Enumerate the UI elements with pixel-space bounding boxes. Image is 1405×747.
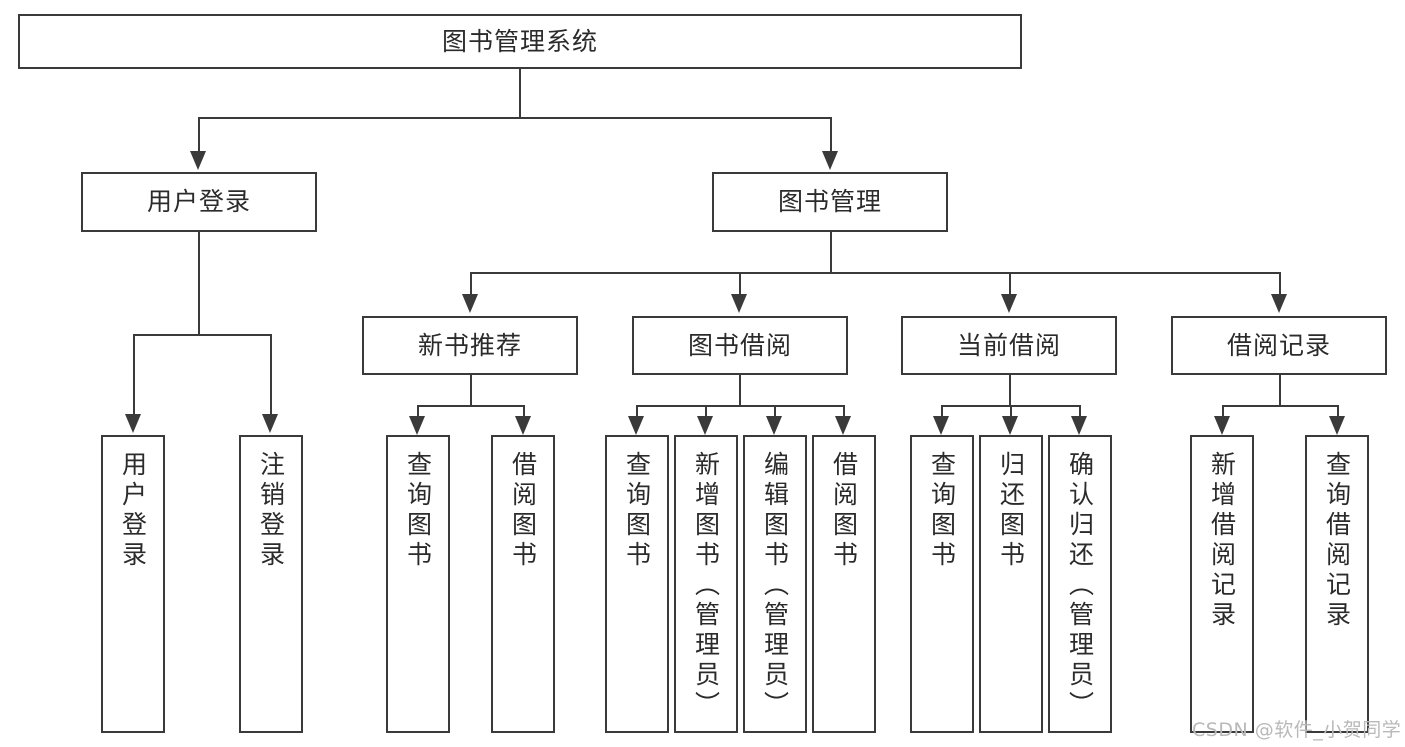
node-label: 图书借阅 (687, 330, 792, 360)
connector-bookmgmt-to-newbook (470, 272, 472, 296)
node-label: 查询图书 (403, 451, 433, 571)
node-user-login[interactable]: 用户登录 (81, 172, 317, 232)
node-label: 用户登录 (118, 451, 148, 571)
leaf-newbook-borrow-book[interactable]: 借阅图书 (491, 435, 555, 733)
connector-userlogin-to-leaf1 (133, 334, 135, 416)
connector-root-to-userlogin (198, 117, 200, 153)
connector-currentborrow-stem (1009, 375, 1011, 405)
node-label: 编辑图书（管理员） (760, 451, 790, 721)
connector-bookmgmt-to-record (1279, 272, 1281, 296)
leaf-newbook-query-book[interactable]: 查询图书 (386, 435, 450, 733)
node-root-system[interactable]: 图书管理系统 (18, 14, 1022, 69)
leaf-bookborrow-add-book[interactable]: 新增图书（管理员） (674, 435, 738, 733)
connector-borrowrecord-to-leaf2 (1337, 405, 1339, 419)
connector-bookborrow-stem (739, 375, 741, 405)
arrow-currentborrow-to-leaf2 (1002, 416, 1018, 435)
arrow-bookmgmt-to-record (1271, 294, 1287, 313)
connector-borrowrecord-stem (1279, 375, 1281, 405)
arrow-borrowrecord-to-leaf1 (1214, 416, 1230, 435)
arrow-borrowrecord-to-leaf2 (1329, 416, 1345, 435)
connector-currentborrow-to-leaf1 (941, 405, 943, 419)
connector-root-stem (519, 69, 521, 117)
arrow-bookborrow-to-leaf3 (766, 416, 782, 435)
node-book-borrow[interactable]: 图书借阅 (632, 316, 848, 375)
arrow-root-to-bookmgmt (822, 151, 838, 170)
arrow-newbook-to-leaf2 (515, 416, 531, 435)
arrow-currentborrow-to-leaf1 (933, 416, 949, 435)
leaf-user-login-logout[interactable]: 注销登录 (239, 435, 303, 733)
node-label: 新书推荐 (417, 330, 522, 360)
arrow-userlogin-to-leaf1 (125, 414, 141, 433)
leaf-borrowrecord-query-record[interactable]: 查询借阅记录 (1305, 435, 1369, 733)
node-label: 图书管理系统 (441, 26, 598, 56)
connector-currentborrow-to-leaf3 (1079, 405, 1081, 419)
node-label: 新增图书（管理员） (691, 451, 721, 721)
leaf-bookborrow-query-book[interactable]: 查询图书 (605, 435, 669, 733)
connector-newbook-stem (470, 375, 472, 405)
node-label: 查询借阅记录 (1322, 451, 1352, 631)
connector-userlogin-to-leaf2 (270, 334, 272, 416)
arrow-currentborrow-to-leaf3 (1071, 416, 1087, 435)
arrow-newbook-to-leaf1 (409, 416, 425, 435)
node-label: 注销登录 (256, 451, 286, 571)
node-label: 图书管理 (777, 187, 882, 217)
node-label: 借阅图书 (508, 451, 538, 571)
leaf-currentborrow-query-book[interactable]: 查询图书 (910, 435, 974, 733)
connector-root-to-bookmgmt (830, 117, 832, 153)
node-label: 当前借阅 (956, 330, 1061, 360)
arrow-userlogin-to-leaf2 (262, 414, 278, 433)
connector-bookborrow-to-leaf3 (774, 405, 776, 419)
node-label: 用户登录 (146, 187, 251, 217)
arrow-bookborrow-to-leaf1 (628, 416, 644, 435)
connector-newbook-to-leaf2 (523, 405, 525, 419)
leaf-bookborrow-edit-book[interactable]: 编辑图书（管理员） (743, 435, 807, 733)
connector-newbook-to-leaf1 (417, 405, 419, 419)
node-label: 归还图书 (996, 451, 1026, 571)
connector-bookborrow-to-leaf4 (843, 405, 845, 419)
leaf-currentborrow-confirm-return[interactable]: 确认归还（管理员） (1048, 435, 1112, 733)
connector-newbook-bar (417, 405, 523, 407)
connector-bookmgmt-to-current (1009, 272, 1011, 296)
leaf-bookborrow-borrow-book[interactable]: 借阅图书 (812, 435, 876, 733)
node-label: 查询图书 (927, 451, 957, 571)
node-borrow-record[interactable]: 借阅记录 (1171, 316, 1387, 375)
leaf-currentborrow-return-book[interactable]: 归还图书 (979, 435, 1043, 733)
leaf-user-login-login[interactable]: 用户登录 (101, 435, 165, 733)
node-label: 确认归还（管理员） (1065, 451, 1095, 721)
connector-userlogin-bar (133, 334, 270, 336)
arrow-bookmgmt-to-borrow (731, 294, 747, 313)
connector-bookmgmt-to-borrow (739, 272, 741, 296)
arrow-bookmgmt-to-current (1001, 294, 1017, 313)
leaf-borrowrecord-add-record[interactable]: 新增借阅记录 (1190, 435, 1254, 733)
connector-bookborrow-bar (636, 405, 843, 407)
connector-bookborrow-to-leaf1 (636, 405, 638, 419)
node-label: 新增借阅记录 (1207, 451, 1237, 631)
arrow-bookborrow-to-leaf2 (697, 416, 713, 435)
node-book-management[interactable]: 图书管理 (712, 172, 948, 232)
connector-bookborrow-to-leaf2 (705, 405, 707, 419)
connector-bookmgmt-stem (830, 232, 832, 272)
node-label: 借阅图书 (829, 451, 859, 571)
connector-bookmgmt-bar (470, 272, 1280, 274)
node-new-book-recommend[interactable]: 新书推荐 (362, 316, 578, 375)
connector-root-bar (198, 117, 831, 119)
connector-borrowrecord-bar (1222, 405, 1337, 407)
connector-borrowrecord-to-leaf1 (1222, 405, 1224, 419)
arrow-bookborrow-to-leaf4 (835, 416, 851, 435)
connector-userlogin-stem (198, 232, 200, 334)
node-current-borrow[interactable]: 当前借阅 (901, 316, 1117, 375)
arrow-root-to-userlogin (190, 151, 206, 170)
node-label: 借阅记录 (1226, 330, 1331, 360)
arrow-bookmgmt-to-newbook (462, 294, 478, 313)
connector-currentborrow-to-leaf2 (1010, 405, 1012, 419)
node-label: 查询图书 (622, 451, 652, 571)
